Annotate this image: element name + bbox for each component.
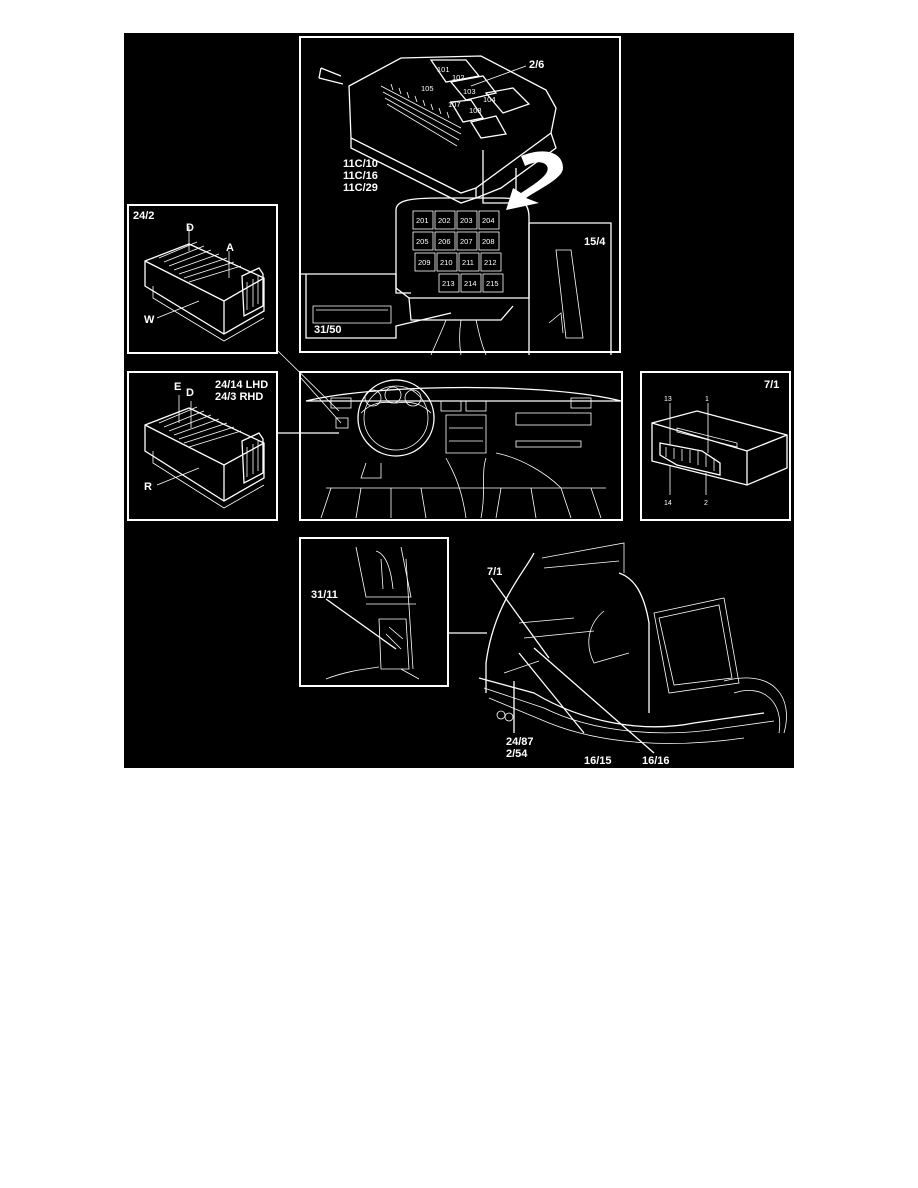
relay-label-11c-10: 11C/10 (343, 158, 378, 170)
connector-7-1-panel: 7/1 13 1 14 2 (640, 371, 791, 521)
fuse-202: 202 (438, 216, 451, 225)
connector-24-3-title-rhd: 24/3 RHD (215, 391, 264, 403)
fuse-213: 213 (442, 279, 455, 288)
label-31-50: 31/50 (314, 324, 342, 336)
pillar-inset-panel: 31/11 (299, 537, 449, 687)
fuse-box-drawing (301, 55, 612, 356)
label-24-87: 24/87 (506, 736, 534, 748)
callout-w: W (144, 314, 155, 326)
fuse-210: 210 (440, 258, 453, 267)
fuse-107: 107 (448, 100, 461, 109)
connector-24-14-drawing (144, 395, 265, 509)
leader-2-6 (470, 65, 527, 87)
label-15-4: 15/4 (584, 236, 606, 248)
dashboard-drawing (300, 377, 622, 519)
label-2-6: 2/6 (529, 59, 545, 71)
label-7-1-rear: 7/1 (487, 566, 503, 578)
callout-a: A (226, 242, 234, 254)
pin-1: 1 (705, 396, 709, 403)
rear-cargo-drawing (478, 542, 787, 754)
pin-13: 13 (664, 396, 672, 403)
connector-24-2-panel: 24/2 D A W (127, 204, 278, 354)
fuse-206: 206 (438, 237, 451, 246)
relay-label-11c-16: 11C/16 (343, 170, 378, 182)
fuse-203: 203 (460, 216, 473, 225)
connector-24-2-drawing (144, 226, 265, 342)
connector-7-1-title: 7/1 (764, 379, 780, 391)
fuse-204: 204 (482, 216, 495, 225)
fuse-205: 205 (416, 237, 429, 246)
fuse-209: 209 (418, 258, 431, 267)
fuse-102: 102 (452, 73, 465, 82)
pin-2: 2 (704, 500, 708, 507)
label-2-54: 2/54 (506, 748, 528, 760)
callout-e: E (174, 381, 182, 393)
dashboard-panel (299, 371, 623, 521)
fuse-212: 212 (484, 258, 497, 267)
pin-14: 14 (664, 500, 672, 507)
connector-24-14-panel: 24/14 LHD 24/3 RHD E D R (127, 371, 278, 521)
fuse-105: 105 (421, 84, 434, 93)
connector-leader-lines (277, 350, 340, 434)
fuse-211: 211 (462, 258, 474, 267)
label-16-16: 16/16 (642, 755, 670, 767)
pillar-drawing (325, 546, 420, 680)
fuse-207: 207 (460, 237, 473, 246)
wiring-component-location-diagram: 2/6 11C/10 11C/16 11C/29 101 102 103 104… (124, 33, 794, 768)
connector-24-14-title-lhd: 24/14 LHD (215, 379, 269, 391)
pillar-leader-line (449, 632, 487, 634)
label-31-11: 31/11 (311, 589, 338, 601)
relay-label-11c-29: 11C/29 (343, 182, 378, 194)
fuse-214: 214 (464, 279, 477, 288)
fuse-215: 215 (486, 279, 499, 288)
callout-d: D (186, 222, 194, 234)
connector-7-1-drawing (651, 403, 788, 495)
main-fuse-box-panel: 2/6 11C/10 11C/16 11C/29 101 102 103 104… (299, 36, 621, 356)
fuse-208: 208 (482, 237, 495, 246)
fuse-104: 104 (483, 95, 496, 104)
label-16-15: 16/15 (584, 755, 612, 767)
fuse-201: 201 (416, 216, 429, 225)
fuse-101: 101 (437, 65, 450, 74)
callout-r: R (144, 481, 152, 493)
fuse-103: 103 (463, 87, 476, 96)
fuse-108: 108 (469, 106, 482, 115)
callout-d: D (186, 387, 194, 399)
connector-24-2-title: 24/2 (133, 210, 155, 222)
